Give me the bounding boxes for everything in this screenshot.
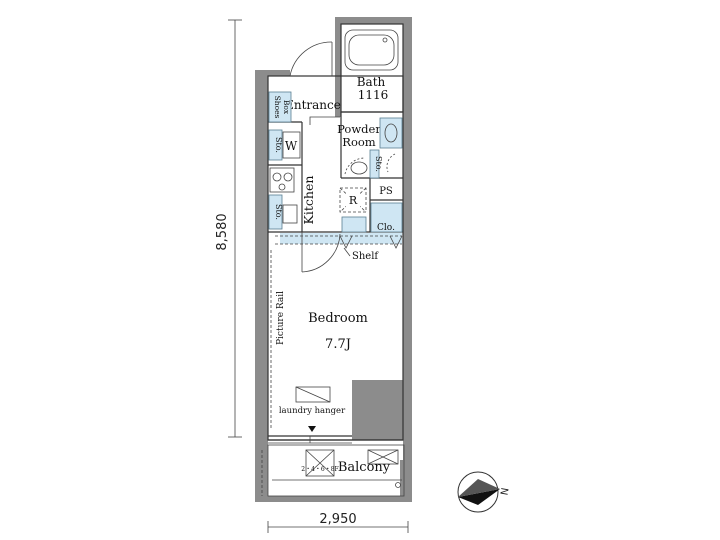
bedroom-door xyxy=(301,232,341,273)
bath-size: 1116 xyxy=(358,88,389,102)
entrance-label: Entrance xyxy=(285,98,341,112)
closet: Clo. xyxy=(341,202,403,233)
pipe-space-label: PS xyxy=(379,186,393,197)
width-dimension-label: 2,950 xyxy=(319,512,356,527)
exterior-walls xyxy=(255,17,412,502)
balcony-label: Balcony xyxy=(338,460,391,475)
compass-north-label: N xyxy=(499,487,511,496)
shoes-box-label-line1: Shoes xyxy=(273,96,282,119)
laundry-hanger-label: laundry hanger xyxy=(279,406,346,416)
picture-rail-label: Picture Rail xyxy=(276,291,286,345)
bedroom-label: Bedroom xyxy=(308,311,368,326)
kitchen-storage-label: Sto. xyxy=(274,204,283,220)
height-dimension-label: 8,580 xyxy=(215,213,230,250)
shoes-box-label-line2: Box xyxy=(282,100,291,115)
pipe-space: PS xyxy=(379,186,393,197)
powder-room-label-line1: Powder xyxy=(337,122,381,136)
bath-label: Bath xyxy=(357,75,386,89)
compass: N xyxy=(457,471,512,513)
bedroom-size: 7.7J xyxy=(325,337,351,352)
shelf-label: Shelf xyxy=(352,251,379,262)
powder-room-label-line2: Room xyxy=(342,135,376,149)
closet-label: Clo. xyxy=(377,223,395,233)
compass-needle-icon xyxy=(458,489,500,505)
powder-room: Powder Room Sto. xyxy=(337,117,403,179)
height-dimension: 8,580 xyxy=(215,19,242,438)
hatch-label: 2・4・6・8F xyxy=(301,466,338,473)
washer-area: Sto. W xyxy=(268,129,301,161)
window xyxy=(268,426,352,444)
bath: Bath 1116 xyxy=(340,23,404,113)
refrigerator-label: R xyxy=(349,194,358,207)
kitchen: Sto. Kitchen xyxy=(268,167,316,230)
washer-label: W xyxy=(285,139,298,153)
refrigerator: R xyxy=(339,187,367,213)
shelf: Shelf xyxy=(275,233,403,262)
kitchen-label: Kitchen xyxy=(301,176,316,225)
washer-storage-label: Sto. xyxy=(274,137,283,153)
entrance: Entrance xyxy=(285,41,341,125)
balcony: 2・4・6・8F Balcony xyxy=(261,444,405,497)
shoes-box: Shoes Box xyxy=(268,91,292,123)
powder-room-storage-label: Sto. xyxy=(374,156,383,172)
bedroom: Picture Rail Bedroom 7.7J laundry hanger xyxy=(270,250,368,430)
width-dimension: 2,950 xyxy=(267,512,409,533)
